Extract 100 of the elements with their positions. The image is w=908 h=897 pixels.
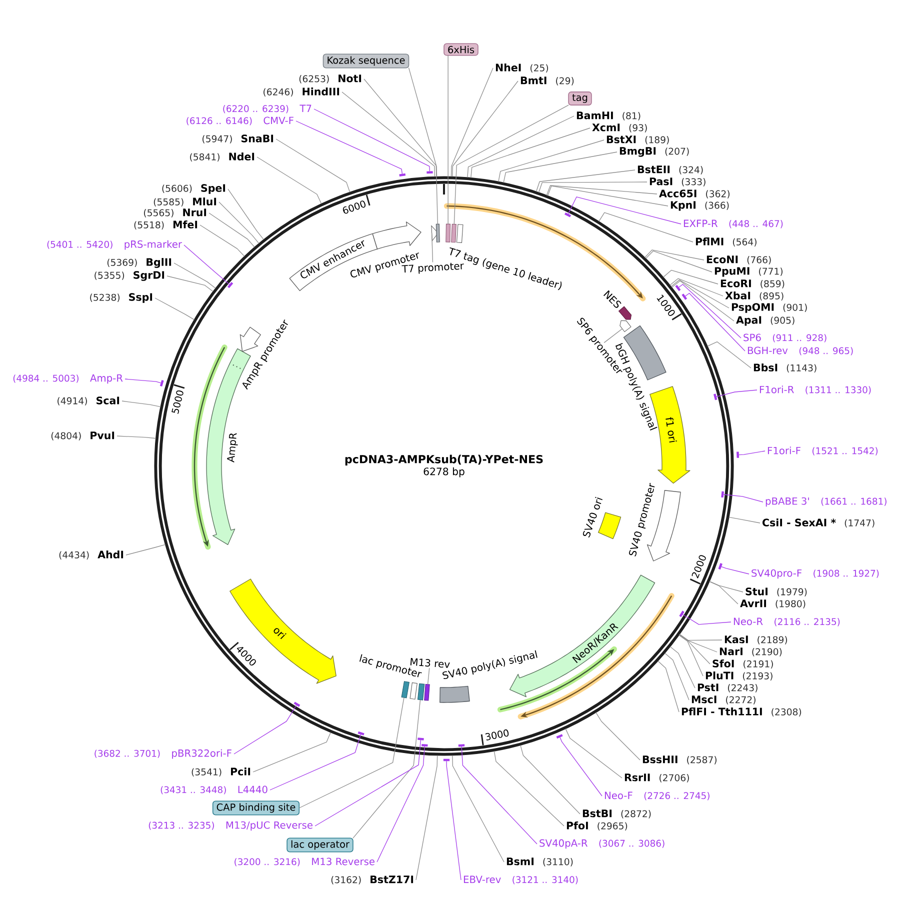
leader-line [670,646,696,688]
leader-line [452,80,518,177]
leader-line [467,116,574,178]
leader-line [166,276,214,292]
enzyme-site-label: BbsI (1143) [754,363,816,373]
leader-line [671,280,734,322]
enzyme-site-label: BsmI (3110) [506,858,573,866]
leader-line [547,186,668,206]
enzyme-site-label: (5518) MfeI [134,220,198,230]
enzyme-site-label: BssHII (2587) [642,756,716,764]
primer-mark [736,452,740,458]
enzyme-site-label: EcoNI (766) [706,256,771,264]
enzyme-site-label: CsiI - SexAI * (1747) [762,518,874,528]
leader-line [604,328,623,344]
enzyme-site-label: BmtI (29) [520,76,574,86]
scale-label: 2000 [692,555,706,578]
primer-label: (5401 .. 5420) pRS-marker [47,240,182,250]
node-label: SV40 ori [582,496,603,538]
leader-line [314,108,430,172]
leader-line [520,744,580,814]
primer-mark [564,212,571,218]
leader-line [721,566,750,574]
leader-line [596,712,640,760]
enzyme-site-label: NheI (25) [496,64,548,73]
feature-mark [401,681,410,698]
leader-line [678,284,742,338]
leader-line [154,298,195,320]
leader-line [122,400,161,408]
feature-mark [446,224,450,242]
leader-line [124,378,162,384]
leader-line [376,746,425,862]
feature-mark [436,224,440,242]
leader-line [416,755,438,880]
leader-line [546,185,658,196]
leader-line [682,614,732,625]
leader-line [560,737,602,796]
primer-label: BGH-rev (948 .. 965) [748,346,853,356]
leader-line [707,341,752,368]
leader-line [470,128,590,178]
leader-line [670,280,730,308]
leader-line [228,188,264,240]
enzyme-site-label: PluTI (2193) [706,671,772,681]
primer-label: (3213 .. 3235) M13/pUC Reverse [148,821,312,831]
leader-line [446,760,462,880]
leader-line [116,436,156,439]
enzyme-site-label: PspOMI (901) [732,303,807,313]
enzyme-site-label: (5841) NdeI [190,152,254,162]
enzyme-site-label: PasI (333) [650,178,706,186]
primer-mark [458,744,465,747]
leader-line [408,68,438,224]
primer-label: (6220 .. 6239) T7 [223,104,312,114]
primer-mark [294,702,300,707]
feature-box: SV40 ori [582,496,622,540]
primer-label: pBABE 3' (1661 .. 1681) [766,497,886,507]
primer-mark [714,394,718,400]
leader-line [174,262,216,289]
primer-label: (6126 .. 6146) CMV-F [186,116,294,126]
primer-mark [422,744,428,747]
enzyme-site-label: (3162) BstZ17I [331,876,414,884]
enzyme-site-label: PstI (2243) [698,684,758,692]
leader-line [684,292,746,352]
leader-line [296,120,403,174]
leader-line [503,152,618,184]
enzyme-site-label: PflFI - Tth111I (2308) [682,707,802,717]
leader-line [200,224,245,257]
enzyme-site-label: (5238) SspI [90,293,152,303]
enzyme-site-label: (5606) SpeI [162,184,226,194]
enzyme-site-label: BstEII (324) [638,166,703,174]
enzyme-site-label: RsrII (2706) [624,774,689,782]
leader-line [364,78,438,177]
primer-mark [160,380,164,387]
primer-label: (4984 .. 5003) Amp-R [13,374,123,384]
enzyme-site-label: (4804) PvuI [51,432,114,440]
primer-label: SV40pro-F (1908 .. 1927) [752,569,879,579]
enzyme-site-label: NarI (2190) [720,648,782,656]
enzyme-site-label: XcmI (93) [592,124,647,132]
primer-mark [675,284,681,292]
scale-label: 6000 [342,200,366,214]
leader-line [352,699,421,838]
primer-label: (3431 .. 3448) L4440 [160,786,268,794]
leader-line [494,750,564,826]
leader-line [454,104,569,225]
scale-label: 3000 [485,729,509,740]
enzyme-site-label: AvrII (1980) [740,600,806,608]
leader-line [538,182,648,193]
enzyme-site-label: (3541) PciI [192,767,250,777]
leader-line [298,697,404,808]
primer-mark [721,491,724,498]
enzyme-site-label: KpnI (366) [670,201,729,211]
leader-line [646,250,712,272]
leader-line [427,668,430,685]
enzyme-site-label: (4914) ScaI [58,396,120,406]
primer-mark [426,171,433,174]
primer-label: SP6 (911 .. 928) [744,334,826,342]
leader-line [498,140,604,182]
leader-line [184,244,230,285]
leader-line [314,740,421,826]
feature-mark [424,684,430,701]
enzyme-site-label: PpuMI (771) [714,267,782,277]
primer-mark [358,731,364,736]
